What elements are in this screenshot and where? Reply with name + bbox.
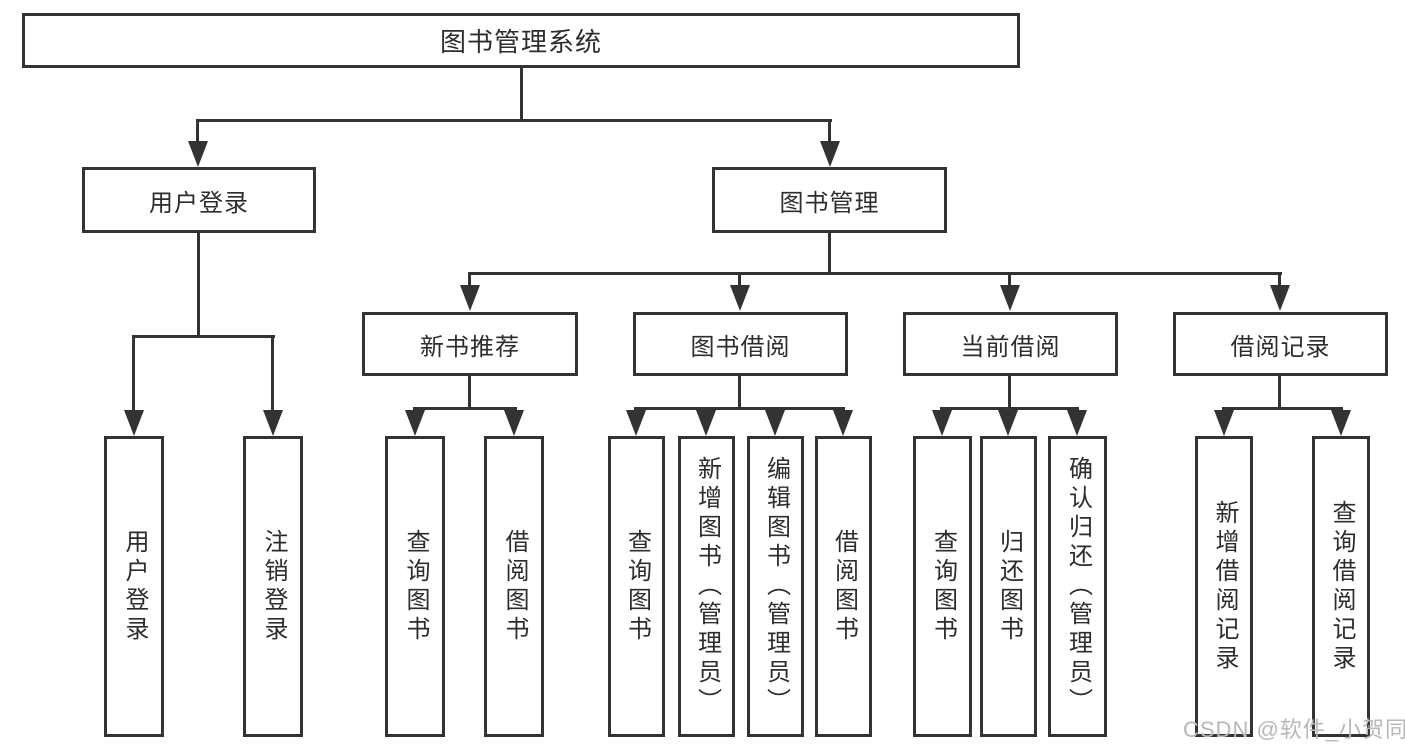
- node-leaf-query-books-3: 查询图书: [913, 436, 972, 737]
- connector-line: [413, 407, 517, 410]
- node-leaf-add-borrow-record: 新增借阅记录: [1195, 436, 1253, 737]
- connector-line: [132, 335, 275, 338]
- node-leaf-query-books-1: 查询图书: [385, 436, 445, 737]
- connector-line: [738, 272, 741, 290]
- arrowhead: [730, 285, 750, 311]
- node-leaf-query-borrow-record: 查询借阅记录: [1312, 436, 1370, 737]
- arrowhead: [460, 285, 480, 311]
- node-leaf-user-login: 用户登录: [104, 436, 164, 737]
- arrowhead: [998, 410, 1018, 436]
- arrowhead: [1331, 410, 1351, 436]
- arrowhead: [263, 410, 283, 436]
- node-leaf-logout: 注销登录: [243, 436, 303, 737]
- connector-line: [1008, 376, 1011, 410]
- watermark: CSDN @软件_小贺同学: [1183, 717, 1405, 742]
- node-leaf-borrow-books-2: 借阅图书: [815, 436, 872, 737]
- connector-line: [196, 119, 199, 145]
- arrowhead: [1214, 410, 1234, 436]
- node-borrow-records: 借阅记录: [1173, 312, 1388, 376]
- arrowhead: [626, 410, 646, 436]
- connector-line: [468, 272, 1282, 275]
- connector-line: [1008, 272, 1011, 290]
- arrowhead: [765, 410, 785, 436]
- connector-line: [197, 119, 832, 122]
- connector-line: [468, 376, 471, 410]
- connector-line: [1278, 376, 1281, 410]
- node-leaf-return-book: 归还图书: [980, 436, 1037, 737]
- connector-line: [468, 272, 471, 290]
- arrowhead: [932, 410, 952, 436]
- node-leaf-borrow-books-1: 借阅图书: [484, 436, 544, 737]
- connector-line: [1222, 407, 1343, 410]
- connector-line: [520, 68, 523, 122]
- arrowhead: [1000, 285, 1020, 311]
- connector-line: [738, 376, 741, 410]
- connector-line: [197, 233, 200, 338]
- connector-line: [634, 407, 845, 410]
- node-book-management: 图书管理: [712, 167, 947, 233]
- node-book-borrow: 图书借阅: [633, 312, 848, 376]
- arrowhead: [504, 410, 524, 436]
- node-leaf-add-book-admin: 新增图书（管理员）: [678, 436, 735, 737]
- arrowhead: [833, 410, 853, 436]
- node-current-borrow: 当前借阅: [903, 312, 1118, 376]
- arrowhead: [188, 141, 208, 167]
- arrowhead: [696, 410, 716, 436]
- connector-line: [271, 335, 274, 415]
- arrowhead: [405, 410, 425, 436]
- node-leaf-confirm-return-admin: 确认归还（管理员）: [1048, 436, 1107, 737]
- arrowhead: [1067, 410, 1087, 436]
- node-root: 图书管理系统: [22, 13, 1020, 68]
- connector-line: [828, 233, 831, 275]
- connector-line: [132, 335, 135, 415]
- node-leaf-edit-book-admin: 编辑图书（管理员）: [747, 436, 804, 737]
- arrowhead: [820, 141, 840, 167]
- connector-line: [940, 407, 1079, 410]
- arrowhead: [1270, 285, 1290, 311]
- node-new-book-recommend: 新书推荐: [362, 312, 578, 376]
- arrowhead: [124, 410, 144, 436]
- connector-line: [828, 119, 831, 145]
- node-leaf-query-books-2: 查询图书: [608, 436, 665, 737]
- connector-line: [1278, 272, 1281, 290]
- node-user-login-branch: 用户登录: [82, 167, 316, 233]
